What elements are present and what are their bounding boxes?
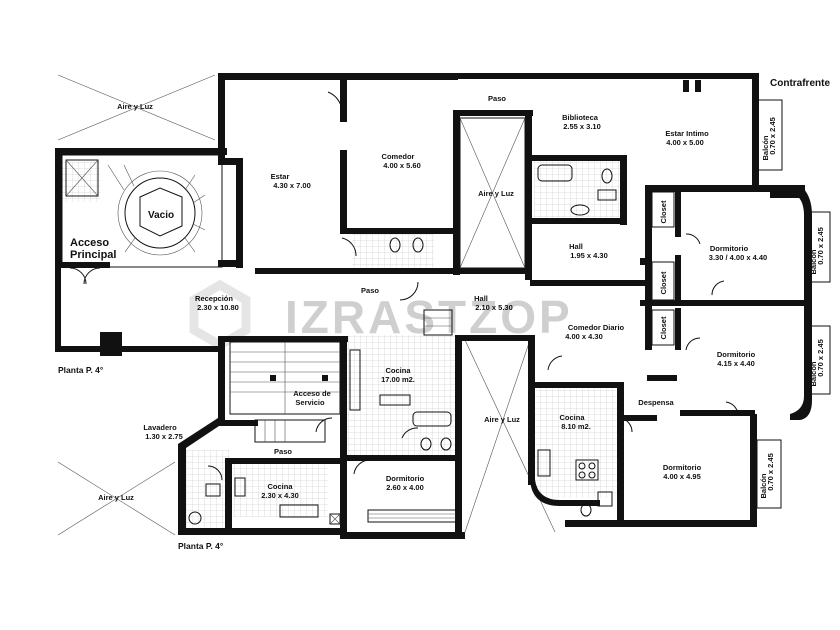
acceso-servicio-label-1: Acceso de: [293, 389, 331, 398]
air-light-label-2: Aire y Luz: [98, 493, 134, 502]
recepcion-name: Recepción: [195, 294, 233, 303]
comedor-diario-name: Comedor Diario: [568, 323, 625, 332]
estar-intimo-dims: 4.00 x 5.00: [666, 138, 704, 147]
comedor-name: Comedor: [382, 152, 415, 161]
balconies: [756, 99, 831, 509]
paso-low-label: Paso: [274, 447, 292, 456]
hall-upper-name: Hall: [569, 242, 583, 251]
watermark-text: IZRASTZOP: [285, 291, 573, 343]
planta-label-bottom: Planta P. 4°: [178, 541, 224, 551]
balcony-3-dims: 0.70 x 2.45: [816, 339, 825, 377]
biblioteca-dims: 2.55 x 3.10: [563, 122, 601, 131]
hall-mid-dims: 2.10 x 5.30: [475, 303, 513, 312]
recepcion-dims: 2.30 x 10.80: [197, 303, 239, 312]
comedor-diario-dims: 4.00 x 4.30: [565, 332, 603, 341]
dormitorio-serv-name: Dormitorio: [386, 474, 425, 483]
lavadero-dims: 1.30 x 2.75: [145, 432, 183, 441]
biblioteca-name: Biblioteca: [562, 113, 599, 122]
balcony-2-dims: 0.70 x 2.45: [816, 227, 825, 265]
balcony-2-label: Balcón: [809, 249, 818, 274]
paso-top-label: Paso: [488, 94, 506, 103]
closet-label-1: Closet: [659, 200, 668, 223]
fixtures: [188, 164, 617, 525]
contrafrente-label: Contrafrente: [770, 78, 830, 89]
acceso-principal-label-1: Acceso: [70, 237, 109, 249]
tiled-areas: [62, 158, 624, 528]
cocina-big-dims: 17.00 m2.: [381, 375, 415, 384]
balcony-4-label: Balcón: [759, 473, 768, 498]
acceso-servicio-label-2: Servicio: [295, 398, 325, 407]
despensa-label: Despensa: [638, 398, 674, 407]
estar-dims: 4.30 x 7.00: [273, 181, 311, 190]
balcony-4-dims: 0.70 x 2.45: [766, 453, 775, 491]
dormitorio-1-dims: 3.30 / 4.00 x 4.40: [709, 253, 767, 262]
acceso-principal-label-2: Principal: [70, 249, 116, 261]
paso-mid-label: Paso: [361, 286, 379, 295]
cocina-left-name: Cocina: [267, 482, 293, 491]
air-light-label-3: Aire y Luz: [478, 189, 514, 198]
main-staircase: [61, 154, 223, 268]
air-light-label-1: Aire y Luz: [117, 102, 153, 111]
air-light-label-4: Aire y Luz: [484, 415, 520, 424]
dormitorio-3-name: Dormitorio: [663, 463, 702, 472]
balcony-3-label: Balcón: [809, 361, 818, 386]
lavadero-name: Lavadero: [143, 423, 177, 432]
dormitorio-1-name: Dormitorio: [710, 244, 749, 253]
cocina-right-name: Cocina: [559, 413, 585, 422]
balcony-1-label: Balcón: [761, 135, 770, 160]
comedor-dims: 4.00 x 5.60: [383, 161, 421, 170]
dormitorio-2-name: Dormitorio: [717, 350, 756, 359]
planta-label-top: Planta P. 4°: [58, 365, 104, 375]
closet-label-3: Closet: [659, 316, 668, 339]
vacio-label: Vacio: [148, 210, 174, 221]
door-swings: [69, 91, 739, 481]
cocina-left-dims: 2.30 x 4.30: [261, 491, 299, 500]
hall-upper-dims: 1.95 x 4.30: [570, 251, 608, 260]
dormitorio-2-dims: 4.15 x 4.40: [717, 359, 755, 368]
balcony-1-dims: 0.70 x 2.45: [768, 117, 777, 155]
estar-name: Estar: [271, 172, 290, 181]
hall-mid-name: Hall: [474, 294, 488, 303]
room-labels: Aire y Luz Aire y Luz Aire y Luz Aire y …: [58, 78, 830, 551]
watermark: IZRASTZOP: [189, 279, 573, 351]
dormitorio-3-dims: 4.00 x 4.95: [663, 472, 701, 481]
cocina-right-dims: 8.10 m2.: [561, 422, 591, 431]
closet-label-2: Closet: [659, 271, 668, 294]
columns: [683, 80, 800, 198]
dormitorio-serv-dims: 2.60 x 4.00: [386, 483, 424, 492]
estar-intimo-name: Estar Intimo: [665, 129, 709, 138]
cocina-big-name: Cocina: [385, 366, 411, 375]
